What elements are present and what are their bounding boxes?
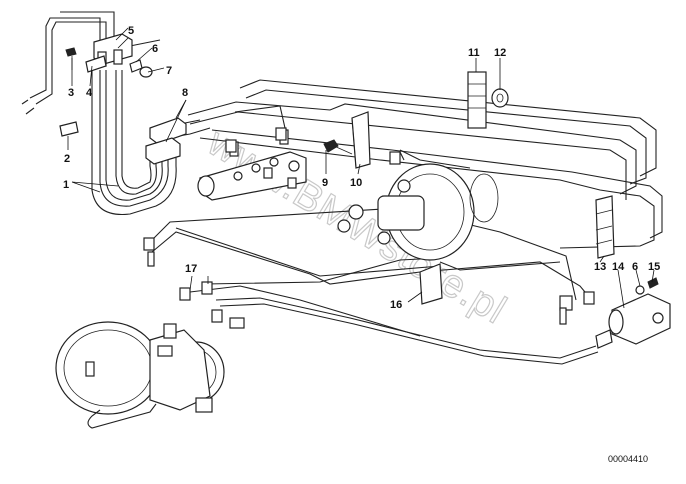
callout-12: 12 [494,47,506,59]
leader-lines [67,27,655,309]
callout-4: 4 [86,87,93,99]
callout-7: 7 [166,65,172,77]
clip-16 [419,263,443,305]
callout-9: 9 [322,177,328,189]
callout-13: 13 [594,261,606,273]
vacuum-booster [55,321,225,429]
callout-16: 16 [390,299,402,311]
callout-3: 3 [68,87,74,99]
bracket-4 [85,55,107,73]
brake-booster [337,163,499,261]
callout-8: 8 [182,87,188,99]
upper-left-lines [21,11,211,139]
callout-2: 2 [64,153,70,165]
callouts: 1 2 3 4 5 6 7 8 9 10 11 12 13 14 6 15 16… [63,25,660,311]
nut-7 [139,66,153,78]
catalog-number: 00004410 [608,454,648,464]
clip-10 [351,111,371,169]
bolt-9 [323,139,353,155]
callout-6: 6 [152,43,158,55]
clip-11 [467,71,487,129]
line-fittings [143,127,595,329]
callout-6-right: 6 [632,261,638,273]
grommet-12 [491,88,509,108]
callout-1: 1 [63,179,69,191]
callout-11: 11 [468,47,480,59]
bolt-3 [65,47,77,70]
pressure-regulator [595,277,671,349]
callout-15: 15 [648,261,660,273]
callout-14: 14 [612,261,625,273]
callout-17: 17 [185,263,197,275]
junction-8 [145,117,187,165]
callout-10: 10 [350,177,362,189]
clip-2 [59,121,79,137]
callout-5: 5 [128,25,134,37]
clip-13 [595,195,615,259]
flexible-hoses [91,70,177,216]
